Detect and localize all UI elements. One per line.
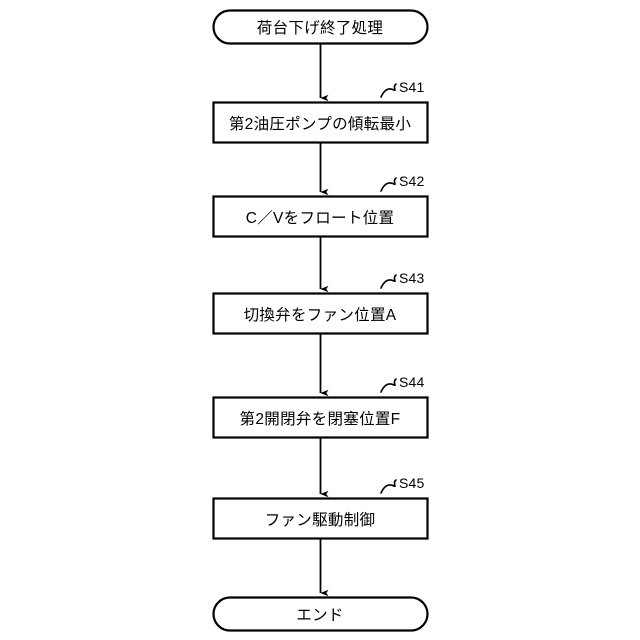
leader-line-s43: [380, 274, 397, 289]
leader-line-s42: [380, 177, 397, 192]
start-terminator-label: 荷台下げ終了処理: [256, 20, 384, 37]
step-number-s41: S41: [399, 79, 425, 95]
process-label-s44: 第2開閉弁を閉塞位置F: [239, 410, 401, 428]
step-number-s44: S44: [399, 374, 425, 390]
end-terminator-label: エンド: [296, 607, 344, 624]
process-label-s45: ファン駆動制御: [264, 511, 376, 529]
step-number-s43: S43: [399, 270, 425, 286]
step-number-s45: S45: [399, 475, 425, 491]
process-label-s41: 第2油圧ポンプの傾転最小: [228, 115, 412, 133]
step-number-s42: S42: [399, 173, 425, 189]
leader-line-s44: [380, 378, 397, 393]
leader-line-s41: [380, 83, 397, 98]
end-terminator-shape: [212, 596, 429, 632]
process-box-s43: [212, 292, 429, 335]
process-label-s43: 切換弁をファン位置A: [243, 306, 397, 324]
leader-line-s45: [380, 479, 397, 494]
process-label-s42: C／Vをフロート位置: [245, 209, 395, 227]
process-box-s41: [212, 101, 429, 144]
process-box-s42: [212, 195, 429, 238]
